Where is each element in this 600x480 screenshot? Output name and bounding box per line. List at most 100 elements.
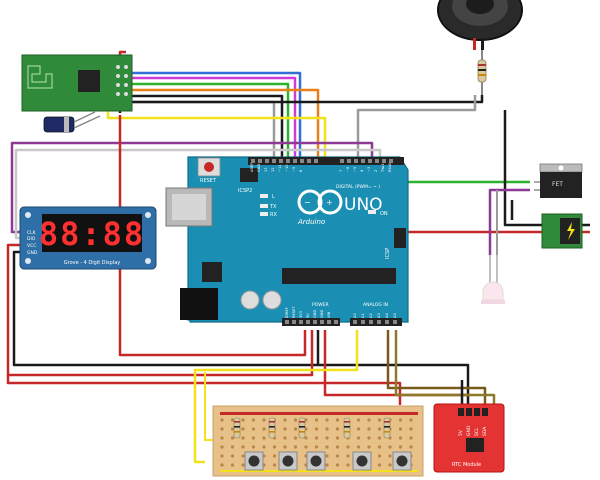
- svg-text:+: +: [326, 198, 333, 207]
- perfboard-hole: [377, 427, 382, 431]
- perfboard-hole: [314, 427, 319, 431]
- perfboard-hole: [377, 445, 382, 449]
- pin-13-label: 13: [264, 167, 268, 172]
- pin-a1-label: A1: [361, 313, 365, 318]
- analog-label: ANALOG IN: [363, 302, 388, 308]
- perfboard-hole: [293, 418, 298, 422]
- perfboard-hole: [398, 427, 403, 431]
- perfboard-hole: [409, 418, 413, 422]
- resistor: [233, 417, 241, 439]
- perfboard-hole: [367, 445, 371, 449]
- pin-4-label: 4: [360, 169, 364, 172]
- pin-9-label: ~9: [292, 166, 296, 172]
- dc-jack-icon: [541, 213, 583, 249]
- perfboard-hole: [356, 436, 361, 440]
- perfboard-hole: [251, 436, 256, 440]
- perfboard-hole: [388, 445, 392, 449]
- pin-2-label: 2: [374, 170, 378, 172]
- perfboard-hole: [367, 436, 371, 440]
- perfboard-hole: [325, 454, 329, 458]
- perfboard-hole: [409, 436, 413, 440]
- perfboard-hole: [283, 427, 287, 431]
- power-header: [282, 318, 340, 326]
- perfboard-hole: [409, 445, 413, 449]
- atmega-chip: [282, 268, 396, 284]
- perfboard-hole: [241, 418, 245, 422]
- pin-a2-label: A2: [369, 313, 373, 318]
- perfboard-hole: [388, 463, 392, 467]
- perfboard-hole: [241, 454, 245, 458]
- perfboard-hole: [241, 427, 245, 431]
- pin-a4-label: A4: [385, 313, 389, 318]
- perfboard-hole: [377, 454, 382, 458]
- perfboard-hole: [272, 463, 277, 467]
- pushbuttons: [244, 451, 412, 471]
- rtc-pin-gnd: GND: [466, 425, 472, 436]
- perfboard-hole: [241, 436, 245, 440]
- four-digit-display: 88:88 Grove - 4 Digit Display CLK DIO VC…: [19, 206, 157, 270]
- pin-3-label: ~3: [367, 167, 371, 172]
- perfboard-hole: [325, 418, 329, 422]
- perfboard-hole: [272, 445, 277, 449]
- perfboard-hole: [251, 418, 256, 422]
- perfboard-hole: [230, 427, 235, 431]
- perfboard-hole: [293, 427, 298, 431]
- pin-11-label: ~11: [278, 164, 282, 172]
- perfboard-hole: [325, 427, 329, 431]
- pin-5v-label: 5V: [306, 313, 310, 318]
- perfboard-hole: [230, 418, 235, 422]
- perfboard-hole: [356, 427, 361, 431]
- pushbutton-icon: [278, 451, 298, 471]
- perfboard-hole: [220, 427, 224, 431]
- l-led-label: L: [272, 194, 275, 200]
- rtc-title: RTC Module: [452, 462, 481, 468]
- infinity-logo-icon: − +: [297, 189, 343, 215]
- perfboard-hole: [230, 454, 235, 458]
- mosfet: FET: [534, 163, 583, 198]
- perfboard-hole: [314, 418, 319, 422]
- display-pin-gnd: GND: [27, 250, 38, 256]
- pin-rx0-label: RX◂0: [388, 162, 392, 172]
- pushbutton-icon: [392, 451, 412, 471]
- pushbutton-icon: [306, 451, 326, 471]
- perfboard-hole: [409, 427, 413, 431]
- tx-led-label: TX: [269, 204, 277, 210]
- perfboard-hole: [377, 463, 382, 467]
- led-icon: [481, 255, 505, 304]
- perfboard-hole: [283, 418, 287, 422]
- resistor: [268, 417, 276, 439]
- perfboard-hole: [230, 445, 235, 449]
- power-jack: [180, 288, 218, 320]
- rx-led-label: RX: [270, 212, 277, 218]
- perfboard-hole: [325, 463, 329, 467]
- pin-12-label: 12: [271, 167, 275, 172]
- perfboard-hole: [367, 427, 371, 431]
- perfboard-hole: [346, 454, 350, 458]
- pin-3v3-label: 3V3: [299, 311, 303, 318]
- rf-module: [21, 54, 133, 112]
- pin-a3-label: A3: [377, 313, 381, 318]
- perfboard-hole: [241, 445, 245, 449]
- perfboard-hole: [325, 445, 329, 449]
- perfboard-hole: [314, 436, 319, 440]
- perfboard-hole: [272, 454, 277, 458]
- power-label: POWER: [312, 302, 329, 308]
- perfboard-hole: [262, 418, 266, 422]
- perfboard-hole: [283, 436, 287, 440]
- perfboard-hole: [335, 436, 340, 440]
- perfboard-hole: [325, 436, 329, 440]
- icsp2-label: ICSP2: [238, 188, 252, 194]
- perfboard-hole: [367, 418, 371, 422]
- pin-6-label: ~6: [346, 166, 350, 172]
- pin-gnd2-label: GND: [320, 310, 324, 318]
- perfboard-hole: [230, 436, 235, 440]
- button-resistors: [233, 417, 391, 439]
- digital-label: DIGITAL (PWM= ~ ): [336, 184, 380, 190]
- perfboard-hole: [262, 436, 266, 440]
- speaker-resistor: [477, 50, 487, 95]
- arduino-uno: RESET ICSP2 L TX RX − + UNO Arduino ON I…: [165, 156, 409, 326]
- perfboard-hole: [398, 418, 403, 422]
- perfboard-hole: [293, 436, 298, 440]
- pin-7-label: 7: [339, 170, 343, 172]
